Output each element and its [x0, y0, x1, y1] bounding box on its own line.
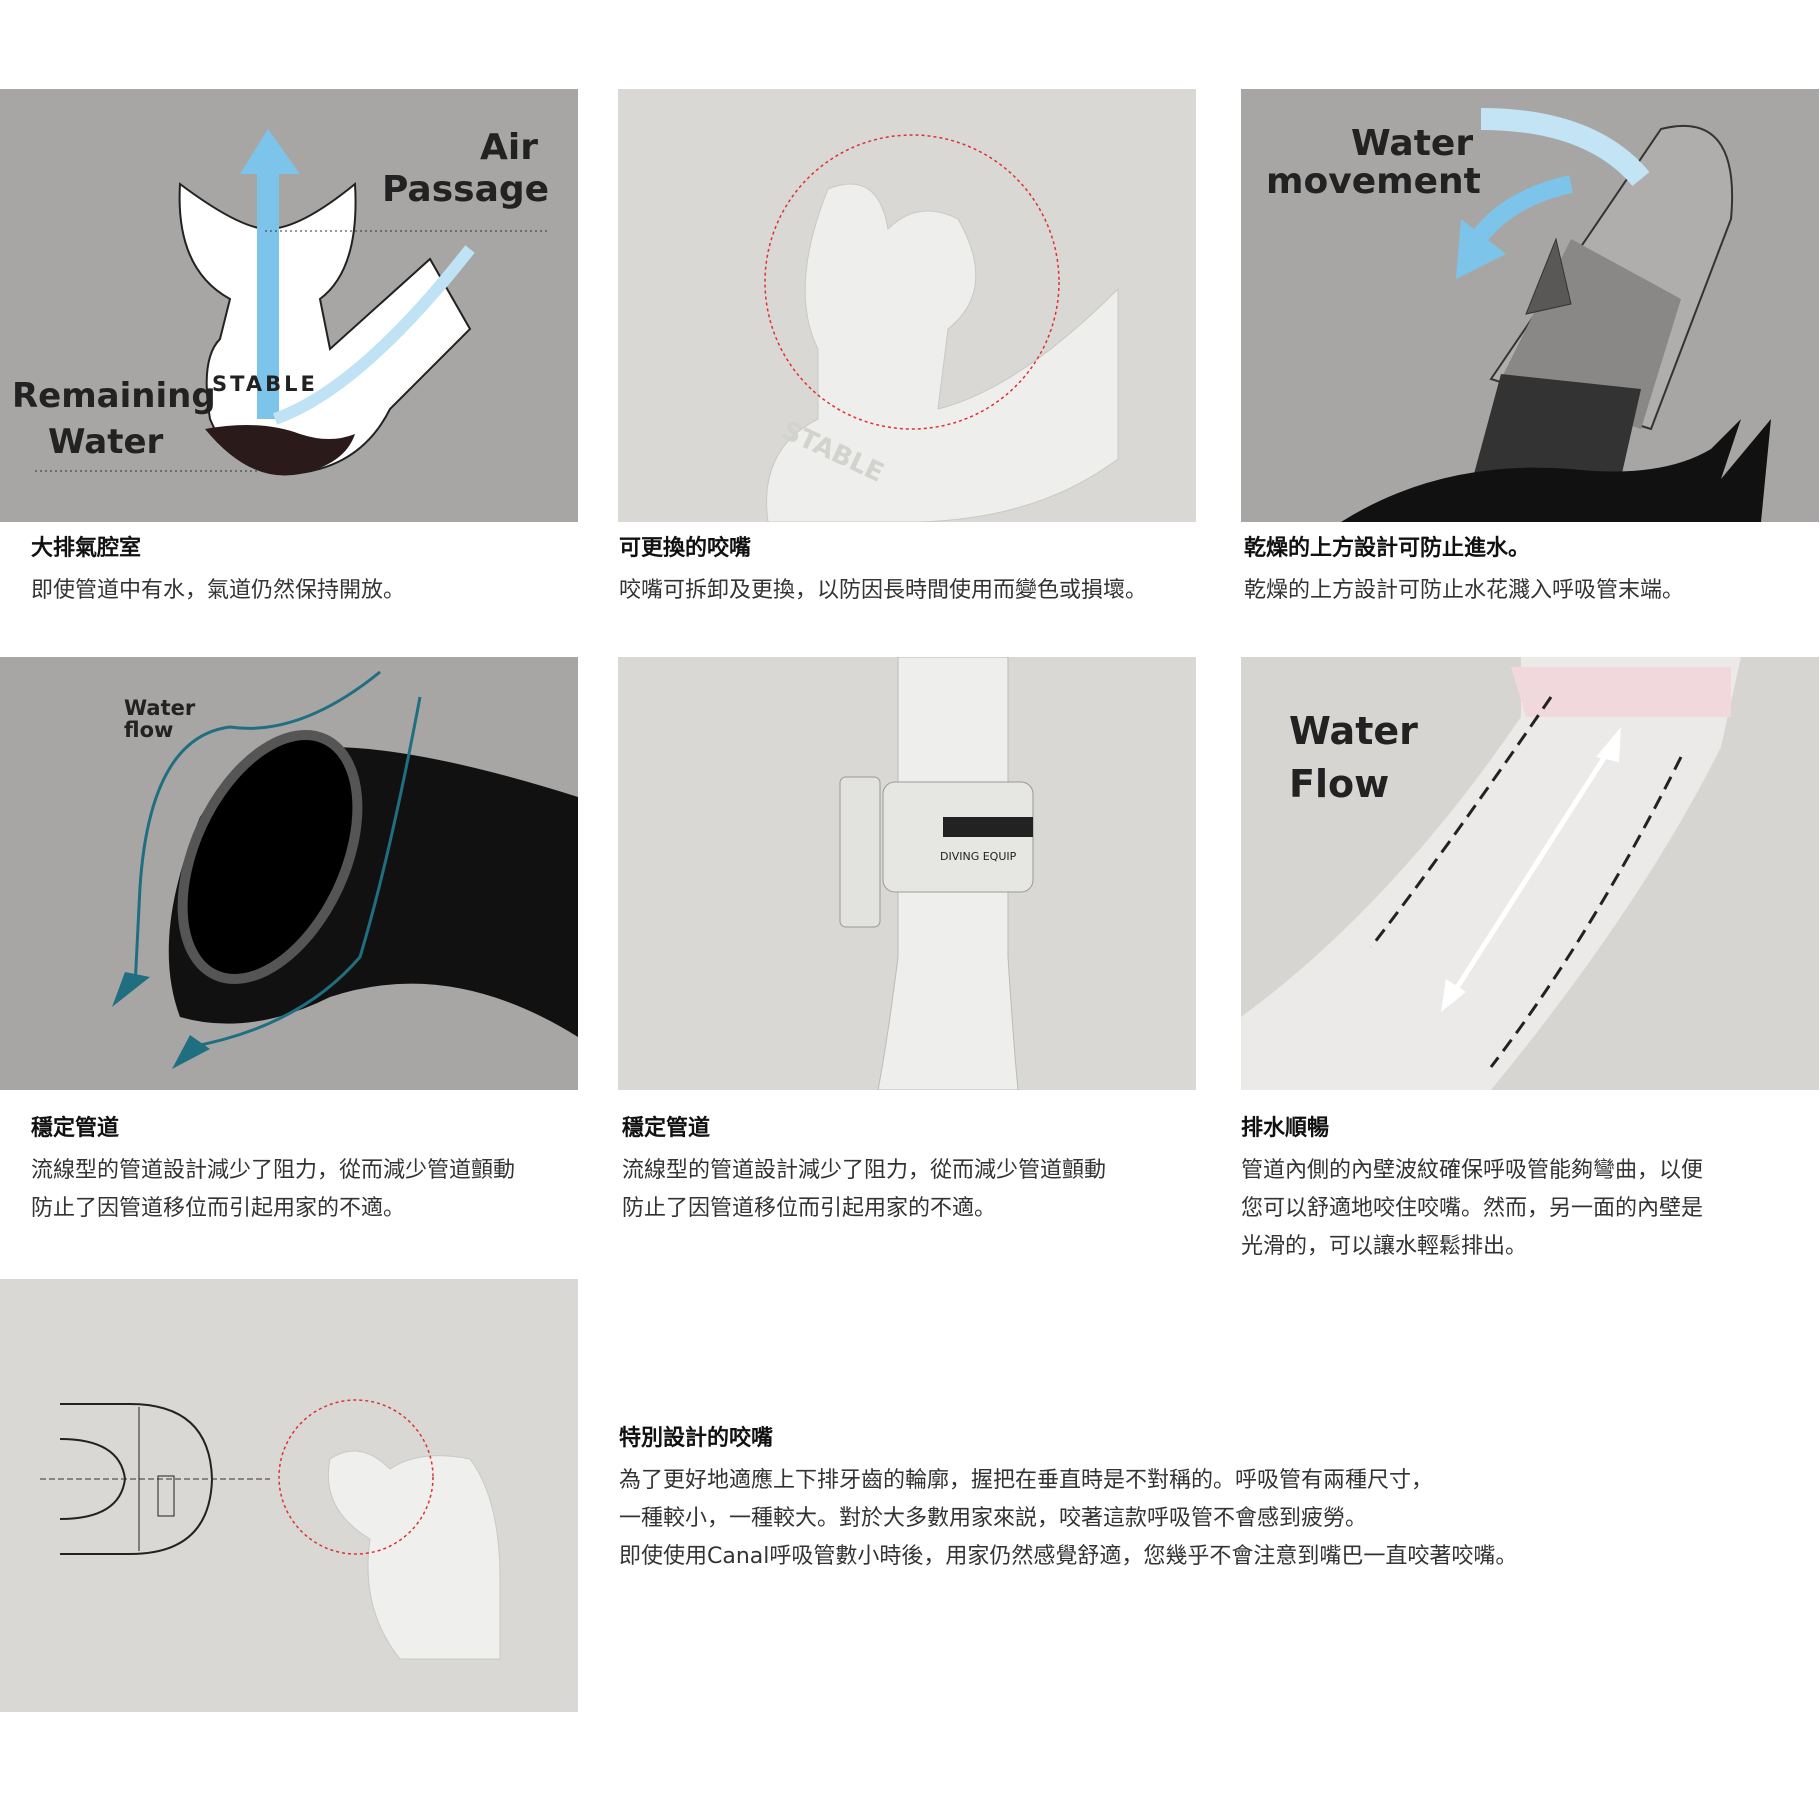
brand-label: DIVING EQUIP [940, 850, 1017, 863]
flow-label: Flow [1289, 762, 1390, 806]
remaining-label: Remaining [12, 376, 216, 416]
feature-caption: 穩定管道 流線型的管道設計減少了阻力，從而減少管道顫動 防止了因管道移位而引起用… [31, 1110, 515, 1228]
feature-caption: 大排氣腔室 即使管道中有水，氣道仍然保持開放。 [31, 530, 405, 610]
feature-text: 防止了因管道移位而引起用家的不適。 [31, 1196, 406, 1221]
feature-caption: 可更換的咬嘴 咬嘴可拆卸及更換，以防因長時間使用而變色或損壞。 [619, 530, 1147, 610]
stable-tube-illustration: Water flow [0, 657, 578, 1090]
feature-text: 管道內側的內壁波紋確保呼吸管能夠彎曲，以便 [1241, 1158, 1704, 1183]
feature-title: 穩定管道 [622, 1116, 711, 1141]
mouthpiece-diagram [35, 129, 550, 476]
water-label: Water [1351, 123, 1474, 164]
feature-text: 即使使用Canal呼吸管數小時後，用家仍然感覺舒適，您幾乎不會注意到嘴巴一直咬著… [619, 1544, 1518, 1569]
feature-title: 排水順暢 [1241, 1116, 1330, 1141]
feature-text: 光滑的，可以讓水輕鬆排出。 [1241, 1234, 1528, 1259]
movement-label: movement [1266, 161, 1481, 202]
flow-label: flow [124, 718, 174, 742]
water-label: Water [1289, 709, 1418, 753]
passage-label: Passage [382, 169, 550, 210]
feature-caption: 乾燥的上方設計可防止進水。 乾燥的上方設計可防止水花濺入呼吸管末端。 [1244, 530, 1684, 610]
feature-text: 流線型的管道設計減少了阻力，從而減少管道顫動 [31, 1158, 516, 1183]
tube-clip-illustration: DIVING EQUIP [618, 657, 1196, 1090]
feature-text: 乾燥的上方設計可防止水花濺入呼吸管末端。 [1244, 578, 1685, 603]
mouthpiece-photo [764, 134, 1119, 522]
exhaust-chamber-illustration: Air Passage Remaining Water STABLE [0, 89, 578, 522]
feature-title: 穩定管道 [31, 1116, 120, 1141]
feature-title: 乾燥的上方設計可防止進水。 [1244, 536, 1531, 561]
tube-opening-photo [112, 670, 578, 1069]
feature-text: 流線型的管道設計減少了阻力，從而減少管道顫動 [622, 1158, 1107, 1183]
feature-title: 可更換的咬嘴 [619, 536, 752, 561]
feature-caption: 特別設計的咬嘴 為了更好地適應上下排牙齒的輪廓，握把在垂直時是不對稱的。呼吸管有… [619, 1420, 1517, 1576]
replaceable-mouthpiece-illustration: STABLE [618, 89, 1196, 522]
feature-title: 大排氣腔室 [31, 536, 142, 561]
feature-text: 咬嘴可拆卸及更換，以防因長時間使用而變色或損壞。 [619, 578, 1148, 603]
water-label: Water [48, 422, 164, 462]
special-mouthpiece-illustration [0, 1279, 578, 1712]
feature-text: 防止了因管道移位而引起用家的不適。 [622, 1196, 997, 1221]
feature-text: 即使管道中有水，氣道仍然保持開放。 [31, 578, 406, 603]
feature-title: 特別設計的咬嘴 [619, 1426, 774, 1451]
mouthpiece-section-diagram [40, 1399, 501, 1660]
dry-top-diagram [1341, 108, 1771, 522]
air-label: Air [480, 127, 538, 168]
feature-text: 您可以舒適地咬住咬嘴。然而，另一面的內壁是 [1241, 1196, 1704, 1221]
feature-caption: 穩定管道 流線型的管道設計減少了阻力，從而減少管道顫動 防止了因管道移位而引起用… [622, 1110, 1106, 1228]
feature-text: 一種較小，一種較大。對於大多數用家來説，咬著這款呼吸管不會感到疲勞。 [619, 1506, 1368, 1531]
corrugated-tube-photo [1241, 657, 1741, 1090]
brand-label: STABLE [212, 372, 318, 396]
feature-text: 為了更好地適應上下排牙齒的輪廓，握把在垂直時是不對稱的。呼吸管有兩種尺寸， [619, 1468, 1434, 1493]
drainage-illustration: Water Flow [1241, 657, 1819, 1090]
water-label: Water [124, 696, 196, 720]
tube-clip-photo [839, 657, 1034, 1090]
dry-top-illustration: Water movement [1241, 89, 1819, 522]
feature-caption: 排水順暢 管道內側的內壁波紋確保呼吸管能夠彎曲，以便 您可以舒適地咬住咬嘴。然而… [1241, 1110, 1703, 1266]
